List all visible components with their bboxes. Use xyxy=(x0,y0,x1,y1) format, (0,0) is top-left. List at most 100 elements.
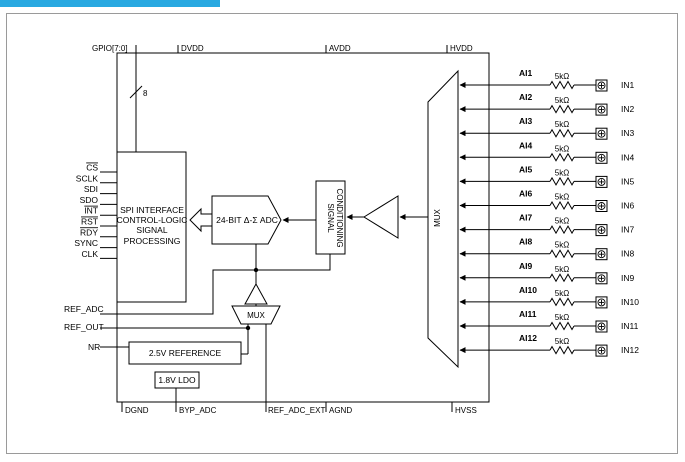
spi-pin-label: SYNC xyxy=(74,238,98,248)
resistor-value-label: 5kΩ xyxy=(555,168,569,177)
ldo-label: 1.8V LDO xyxy=(158,375,196,385)
spi-pin-label: RDY xyxy=(80,227,98,237)
reference-mux-label: MUX xyxy=(247,311,265,320)
resistor-value-label: 5kΩ xyxy=(555,337,569,346)
spi-block-line3: SIGNAL xyxy=(136,225,167,235)
bus-width-label: 8 xyxy=(143,89,148,98)
spi-pin-label: RST xyxy=(81,217,98,227)
reference-block xyxy=(128,341,242,365)
ai-label: AI1 xyxy=(519,68,533,78)
gpio-label: GPIO[7:0] xyxy=(92,44,128,53)
resistor-value-label: 5kΩ xyxy=(555,241,569,250)
terminal-circle xyxy=(597,346,606,355)
avdd-label: AVDD xyxy=(329,44,351,53)
in-pin-label: IN4 xyxy=(621,152,635,162)
terminal-circle xyxy=(597,322,606,331)
spi-pin-clk: CLK xyxy=(81,249,117,259)
spi-pin-label: SDO xyxy=(80,195,99,205)
in-pin-label: IN2 xyxy=(621,104,635,114)
main-mux xyxy=(427,69,459,369)
spi-block-line2: CONTROL-LOGIC xyxy=(117,215,188,225)
in-pin-label: IN7 xyxy=(621,225,635,235)
spi-pin-sync: SYNC xyxy=(74,238,117,249)
spi-pin-sdi: SDI xyxy=(84,184,117,195)
terminal-circle xyxy=(597,105,606,114)
spi-pin-sdo: SDO xyxy=(80,195,117,205)
junction-dot-adc xyxy=(253,267,259,273)
resistor-5k xyxy=(549,225,575,235)
top-supply-ticks xyxy=(177,45,448,53)
ldo-block xyxy=(154,371,200,389)
in-pin-label: IN6 xyxy=(621,201,635,211)
spi-pin-sclk: SCLK xyxy=(76,173,117,184)
input-buffer xyxy=(363,195,399,239)
ai-label: AI12 xyxy=(519,333,537,343)
bottom-supply-ticks xyxy=(121,388,453,412)
spi-block-line4: PROCESSING xyxy=(124,236,181,246)
ai-label: AI9 xyxy=(519,261,533,271)
spi-interface-block xyxy=(116,151,187,303)
resistor-5k xyxy=(549,104,575,114)
terminal-circle xyxy=(597,226,606,235)
terminal-circle xyxy=(597,202,606,210)
sig-cond-line1: SIGNAL xyxy=(326,203,335,233)
ai-label: AI7 xyxy=(519,213,533,223)
figure-frame xyxy=(6,13,678,454)
ai-label: AI3 xyxy=(519,116,533,126)
resistor-value-label: 5kΩ xyxy=(555,72,569,81)
in-pin-label: IN12 xyxy=(621,345,639,355)
ai-label: AI4 xyxy=(519,140,533,150)
input-channel-group: 5kΩAI1IN15kΩAI2IN25kΩAI3IN35kΩAI4IN45kΩA… xyxy=(459,68,639,357)
ref-adc-pin: REF_ADC xyxy=(64,304,104,314)
in-pin-label: IN10 xyxy=(621,297,639,307)
spi-pin-cs: CS xyxy=(86,163,117,173)
terminal-circle xyxy=(597,177,606,186)
sig-cond-line2: CONDITIONING xyxy=(335,188,344,247)
spi-pin-label: CLK xyxy=(81,249,98,259)
in-pin-label: IN5 xyxy=(621,176,635,186)
ai-label: AI8 xyxy=(519,237,533,247)
spi-pin-label: SDI xyxy=(84,184,98,194)
resistor-value-label: 5kΩ xyxy=(555,313,569,322)
resistor-5k xyxy=(549,321,575,331)
dgnd-label: DGND xyxy=(125,406,149,415)
ai-label: AI5 xyxy=(519,164,533,174)
spi-pin-rdy: RDY xyxy=(80,227,117,238)
resistor-5k xyxy=(549,345,575,355)
resistor-5k xyxy=(549,152,575,162)
hvss-label: HVSS xyxy=(455,406,477,415)
resistor-5k xyxy=(549,249,575,259)
resistor-value-label: 5kΩ xyxy=(555,96,569,105)
terminal-circle xyxy=(597,298,606,307)
main-mux-label: MUX xyxy=(433,208,442,226)
terminal-circle xyxy=(597,274,606,283)
ref-out-pin: REF_OUT xyxy=(64,322,104,332)
reference-buffer xyxy=(244,282,268,305)
spi-pin-label: INT xyxy=(84,206,98,216)
ai-label: AI6 xyxy=(519,189,533,199)
resistor-value-label: 5kΩ xyxy=(555,193,569,202)
in-pin-label: IN9 xyxy=(621,273,635,283)
bus-slash xyxy=(129,85,143,99)
resistor-5k xyxy=(549,80,575,90)
ai-label: AI11 xyxy=(519,309,537,319)
resistor-5k xyxy=(549,297,575,307)
dvdd-label: DVDD xyxy=(181,44,204,53)
spi-pin-label: SCLK xyxy=(76,173,99,183)
title-banner xyxy=(0,0,220,7)
nr-pin: NR xyxy=(88,342,100,352)
